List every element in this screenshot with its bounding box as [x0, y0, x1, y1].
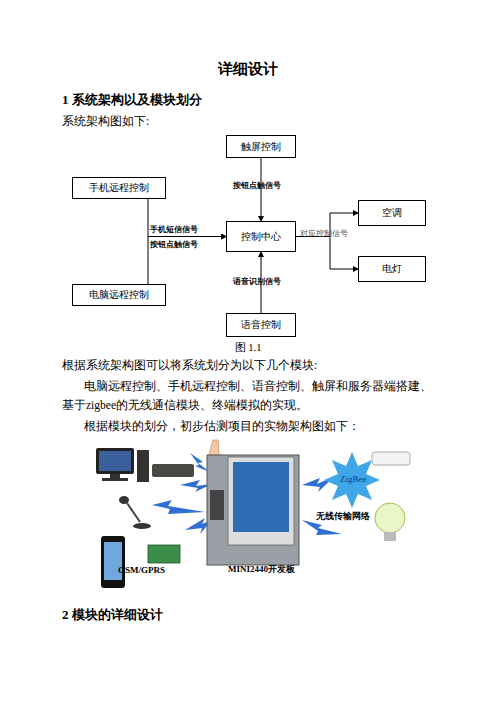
box-text: 空调 [382, 207, 402, 219]
section-heading: 1 系统架构以及模块划分 [62, 91, 202, 109]
bulb-glass [375, 503, 405, 533]
box-text-group: 语音控制 [241, 319, 281, 331]
box-text-group: 手机远程控制 [89, 182, 149, 194]
signal-arrow [148, 199, 226, 237]
desktop-computer [96, 448, 149, 482]
monitor-screen [99, 451, 131, 471]
signal-arrow [296, 237, 358, 270]
gsm-module [148, 545, 180, 563]
box-text: 电灯 [382, 263, 402, 275]
monitor-base [102, 478, 128, 481]
monitor [96, 448, 134, 474]
box-text: 电脑远程控制 [89, 289, 149, 301]
section-heading: 2 模块的详细设计 [62, 606, 163, 624]
signal-label: 手机短信信号 [150, 225, 198, 235]
box-text-group: 触屏控制 [241, 141, 281, 153]
signal-label: 按钮点触信号 [150, 240, 198, 250]
module-box: 电脑远程控制 [72, 284, 166, 306]
module-label: GSM/GPRS [118, 563, 165, 577]
signal-label: 语音识别信号 [233, 277, 281, 287]
module-box: 控制中心 [226, 221, 296, 252]
signal-label: 对应控制信号 [300, 229, 348, 239]
module-box: 语音控制 [226, 313, 296, 337]
module-box: 空调 [358, 200, 426, 226]
mic-neck [127, 503, 140, 522]
signal-arrow [148, 237, 226, 285]
body-text: 根据模块的划分，初步估测项目的实物架构图如下： [84, 417, 360, 436]
mic-base [133, 523, 151, 529]
router-box [152, 464, 194, 477]
module-box: 手机远程控制 [72, 177, 166, 199]
lightning-bolts [152, 453, 342, 535]
mobile-phone [101, 536, 125, 588]
microphone [119, 496, 151, 529]
lcd-screen [233, 462, 289, 532]
mini2440-board [207, 455, 299, 565]
box-text: 语音控制 [241, 319, 281, 331]
module-box: 电灯 [358, 256, 426, 282]
signal-label: 按钮点触信号 [233, 181, 281, 191]
network-label: ZigBee [340, 472, 367, 486]
box-text: 触屏控制 [241, 141, 281, 153]
bulb-base [384, 532, 396, 541]
box-text-group: 电灯 [382, 263, 402, 275]
page-title: 详细设计 [0, 60, 496, 79]
pc-tower [137, 450, 149, 482]
air-conditioner [372, 452, 410, 465]
body-text: 根据系统架构图可以将系统划分为以下几个模块: [62, 356, 317, 375]
body-text: 系统架构图如下: [62, 112, 149, 131]
board-label: MINI2440开发板 [228, 562, 295, 576]
box-text: 手机远程控制 [89, 182, 149, 194]
network-label: 无线传输网络 [316, 509, 370, 523]
light-bulb [375, 503, 405, 541]
monitor-stand [110, 474, 120, 478]
lcd-frame [228, 457, 294, 545]
board-connectors [210, 490, 224, 520]
figure-caption: 图 1.1 [0, 338, 496, 357]
board-pcb [207, 455, 299, 565]
box-text-group: 电脑远程控制 [89, 289, 149, 301]
phone-body [101, 536, 125, 588]
box-text-group: 空调 [382, 207, 402, 219]
body-paragraph: 电脑远程控制、手机远程控制、语音控制、触屏和服务器端搭建、基于zigbee的无线… [62, 377, 434, 415]
module-box: 触屏控制 [226, 135, 296, 158]
box-text-group: 控制中心 [241, 231, 281, 243]
lightning-bolt [152, 500, 205, 514]
lightning-bolt [302, 520, 342, 535]
box-text: 控制中心 [241, 231, 281, 243]
